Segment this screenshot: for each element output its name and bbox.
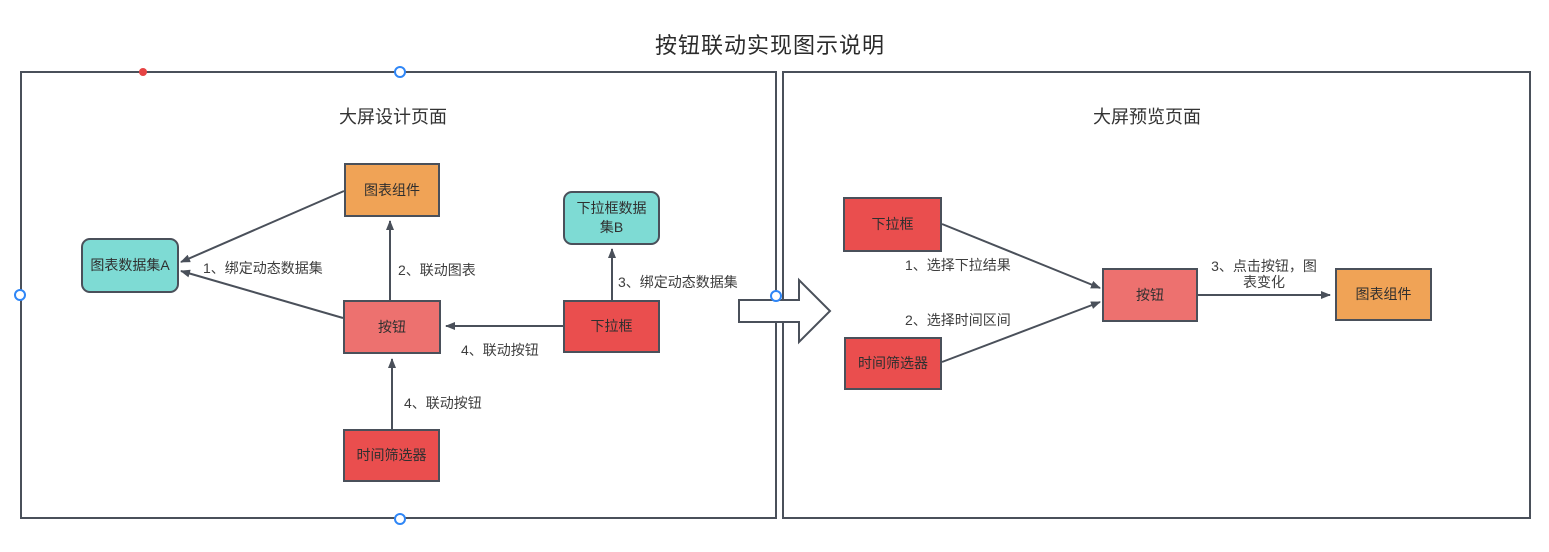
resize-handle-right[interactable] [770,290,782,302]
node-label: 下拉框 [871,216,914,233]
resize-handle-bottom[interactable] [394,513,406,525]
node-label: 时间筛选器 [858,355,928,372]
node-dropdown-preview[interactable]: 下拉框 [843,197,942,252]
edge-button-to-dataset-a[interactable] [180,269,344,319]
resize-handle-top[interactable] [394,66,406,78]
resize-handle-left[interactable] [14,289,26,301]
panel-title-preview: 大屏预览页面 [1093,107,1201,127]
node-chart-component-preview[interactable]: 图表组件 [1335,268,1432,321]
edge-label-click-button: 3、点击按钮，图表变化 [1211,258,1317,291]
node-label: 下拉框 [590,318,633,335]
node-chart-dataset-a[interactable]: 图表数据集A [81,238,179,293]
node-label: 图表组件 [1355,286,1412,303]
panel-title-design: 大屏设计页面 [339,107,447,127]
edge-dropdown-to-button-preview[interactable] [941,223,1101,289]
node-label: 图表数据集A [90,257,170,274]
edge-label-bind-dataset-a: 1、绑定动态数据集 [203,260,323,276]
edge-label-link-button-dropdown: 4、联动按钮 [461,342,539,358]
edge-label-select-time: 2、选择时间区间 [905,312,1011,328]
node-dropdown-dataset-b[interactable]: 下拉框数据集B [563,191,660,245]
transition-arrow[interactable] [738,277,832,345]
edge-label-link-button-time: 4、联动按钮 [404,395,482,411]
edge-label-link-chart: 2、联动图表 [398,262,476,278]
edge-timefilter-to-button-preview[interactable] [941,301,1101,363]
node-button-preview[interactable]: 按钮 [1102,268,1198,322]
node-label: 下拉框数据集B [576,200,647,235]
node-label: 图表组件 [364,181,420,198]
node-label: 时间筛选器 [356,447,427,464]
node-chart-component-design[interactable]: 图表组件 [344,163,440,217]
node-time-filter-preview[interactable]: 时间筛选器 [844,337,942,390]
edge-label-select-dropdown: 1、选择下拉结果 [905,257,1011,273]
edge-chartcomponent-to-dataset-a[interactable] [180,190,345,263]
diagram-title: 按钮联动实现图示说明 [654,33,885,58]
node-button-design[interactable]: 按钮 [343,300,441,354]
node-label: 按钮 [378,318,406,335]
connection-point-handle[interactable] [139,68,147,76]
node-dropdown-design[interactable]: 下拉框 [563,300,660,353]
node-label: 按钮 [1136,286,1164,303]
node-time-filter-design[interactable]: 时间筛选器 [343,429,440,482]
edge-label-bind-dataset-b: 3、绑定动态数据集 [618,274,738,290]
